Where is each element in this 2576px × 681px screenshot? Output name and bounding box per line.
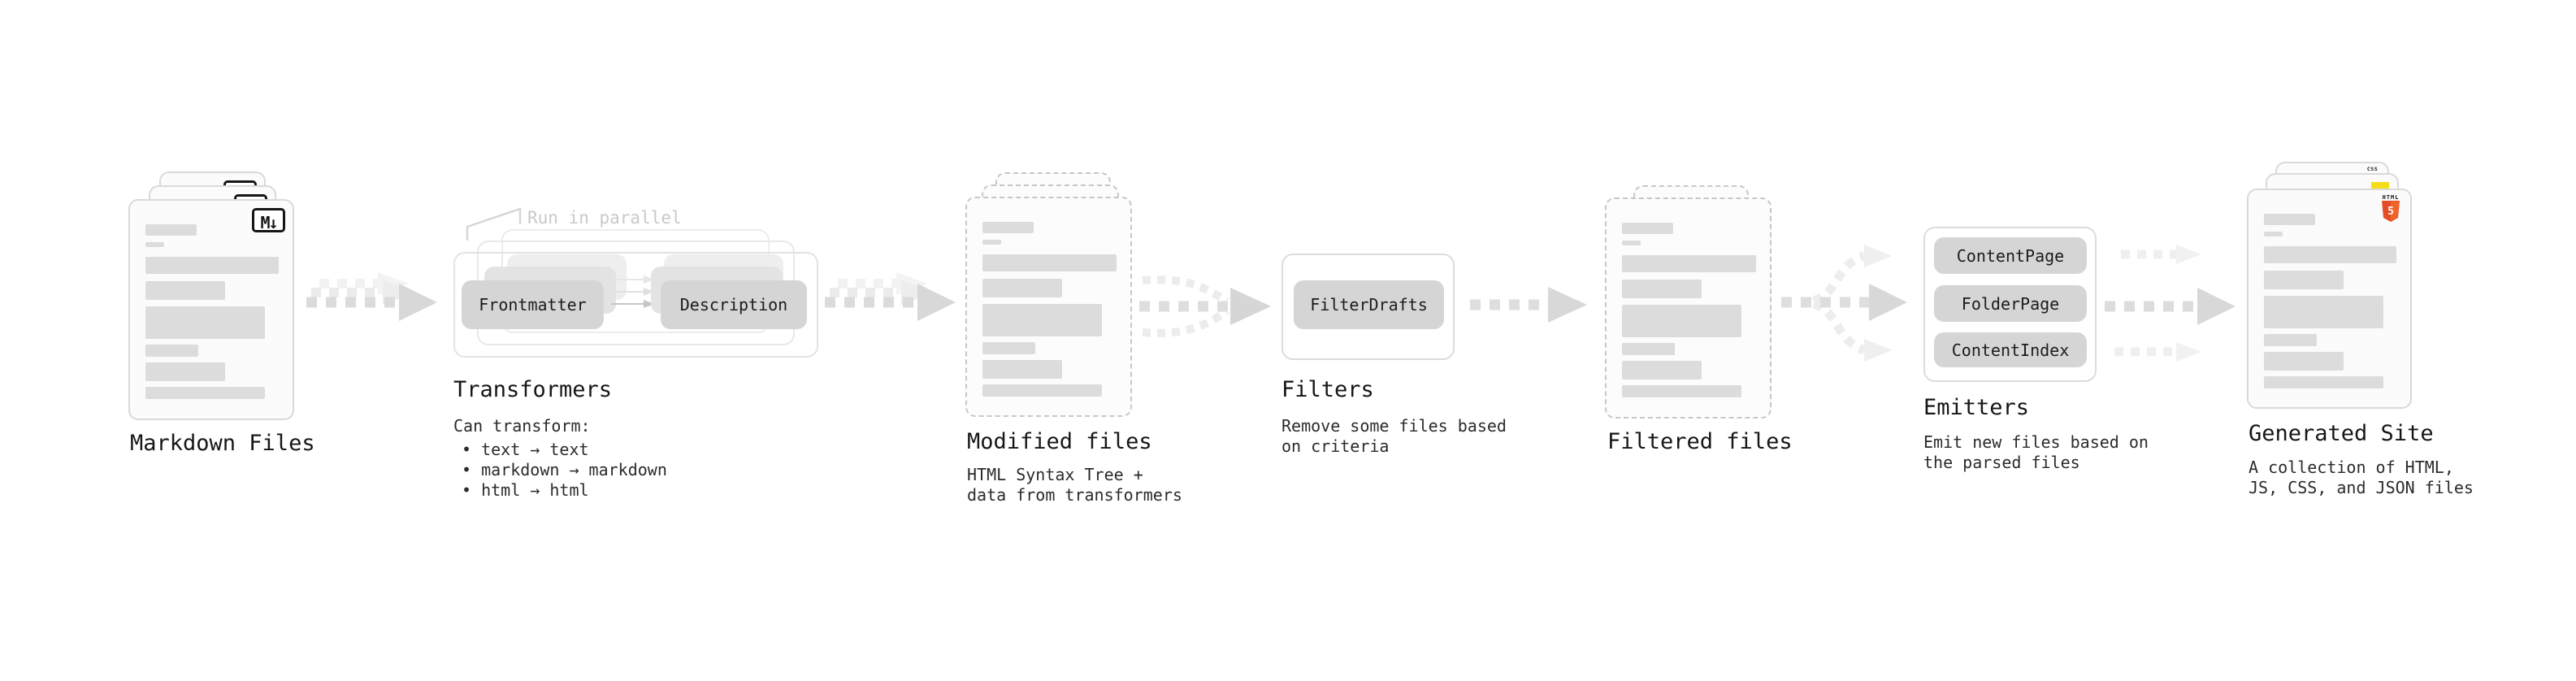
html5-icon: HTML 5: [2381, 194, 2400, 226]
arrow-modified-to-filters-merge: [1139, 275, 1271, 337]
run-in-parallel-callout-line: [466, 207, 522, 241]
filters-box: [1281, 254, 1455, 360]
document-text-placeholder: [145, 224, 279, 399]
document-text-placeholder: [1622, 223, 1756, 397]
transformer-step-description: Description: [661, 280, 807, 329]
transformer-step-arrows: [611, 275, 654, 308]
generated-site-caption: JS, CSS, and JSON files: [2249, 478, 2474, 497]
site-file-card-html: HTML 5: [2247, 189, 2412, 409]
filtered-files-label: Filtered files: [1607, 429, 1793, 454]
transformers-bullet: • text → text: [462, 440, 589, 459]
filters-label: Filters: [1281, 377, 1374, 402]
arrow-filtered-to-emitters-diverge: [1781, 245, 1907, 362]
emitters-caption: the parsed files: [1923, 453, 2080, 472]
filter-filterdrafts: FilterDrafts: [1294, 280, 1444, 329]
transformers-label: Transformers: [453, 377, 613, 402]
run-in-parallel-note: Run in parallel: [527, 208, 682, 228]
document-text-placeholder: [2264, 214, 2396, 388]
arrow-filters-to-filtered: [1470, 287, 1587, 323]
transformers-bullet: • markdown → markdown: [462, 460, 667, 479]
modified-files-caption: data from transformers: [967, 485, 1182, 505]
emitters-caption: Emit new files based on: [1923, 432, 2149, 452]
filtered-file-card-front: [1605, 197, 1772, 419]
transformers-caption: Can transform:: [453, 416, 591, 436]
html5-number: 5: [2387, 206, 2394, 218]
modified-files-caption: HTML Syntax Tree +: [967, 465, 1143, 484]
emitter-folderpage: FolderPage: [1934, 285, 2087, 322]
document-text-placeholder: [982, 222, 1117, 397]
markdown-files-label: Markdown Files: [130, 431, 315, 456]
generated-site-label: Generated Site: [2249, 421, 2434, 446]
markdown-file-card-front: M↓: [128, 199, 294, 420]
arrow-emitters-to-site: [2105, 245, 2236, 362]
emitters-label: Emitters: [1923, 395, 2030, 420]
generated-site-caption: A collection of HTML,: [2249, 458, 2454, 477]
modified-files-label: Modified files: [967, 429, 1152, 454]
arrow-markdown-to-transformers: [306, 272, 437, 321]
transformers-bullet: • html → html: [462, 480, 589, 500]
filters-caption: Remove some files based: [1281, 416, 1507, 436]
emitter-contentpage: ContentPage: [1934, 237, 2087, 274]
emitters-box: [1923, 227, 2097, 382]
arrow-transformers-to-modified: [825, 272, 956, 321]
filters-caption: on criteria: [1281, 436, 1390, 456]
transformer-frame-front: [453, 252, 818, 358]
transformer-step-frontmatter: Frontmatter: [462, 280, 604, 329]
markdown-icon: M↓: [252, 208, 285, 232]
modified-file-card-front: [965, 197, 1132, 417]
emitter-contentindex: ContentIndex: [1934, 332, 2087, 367]
